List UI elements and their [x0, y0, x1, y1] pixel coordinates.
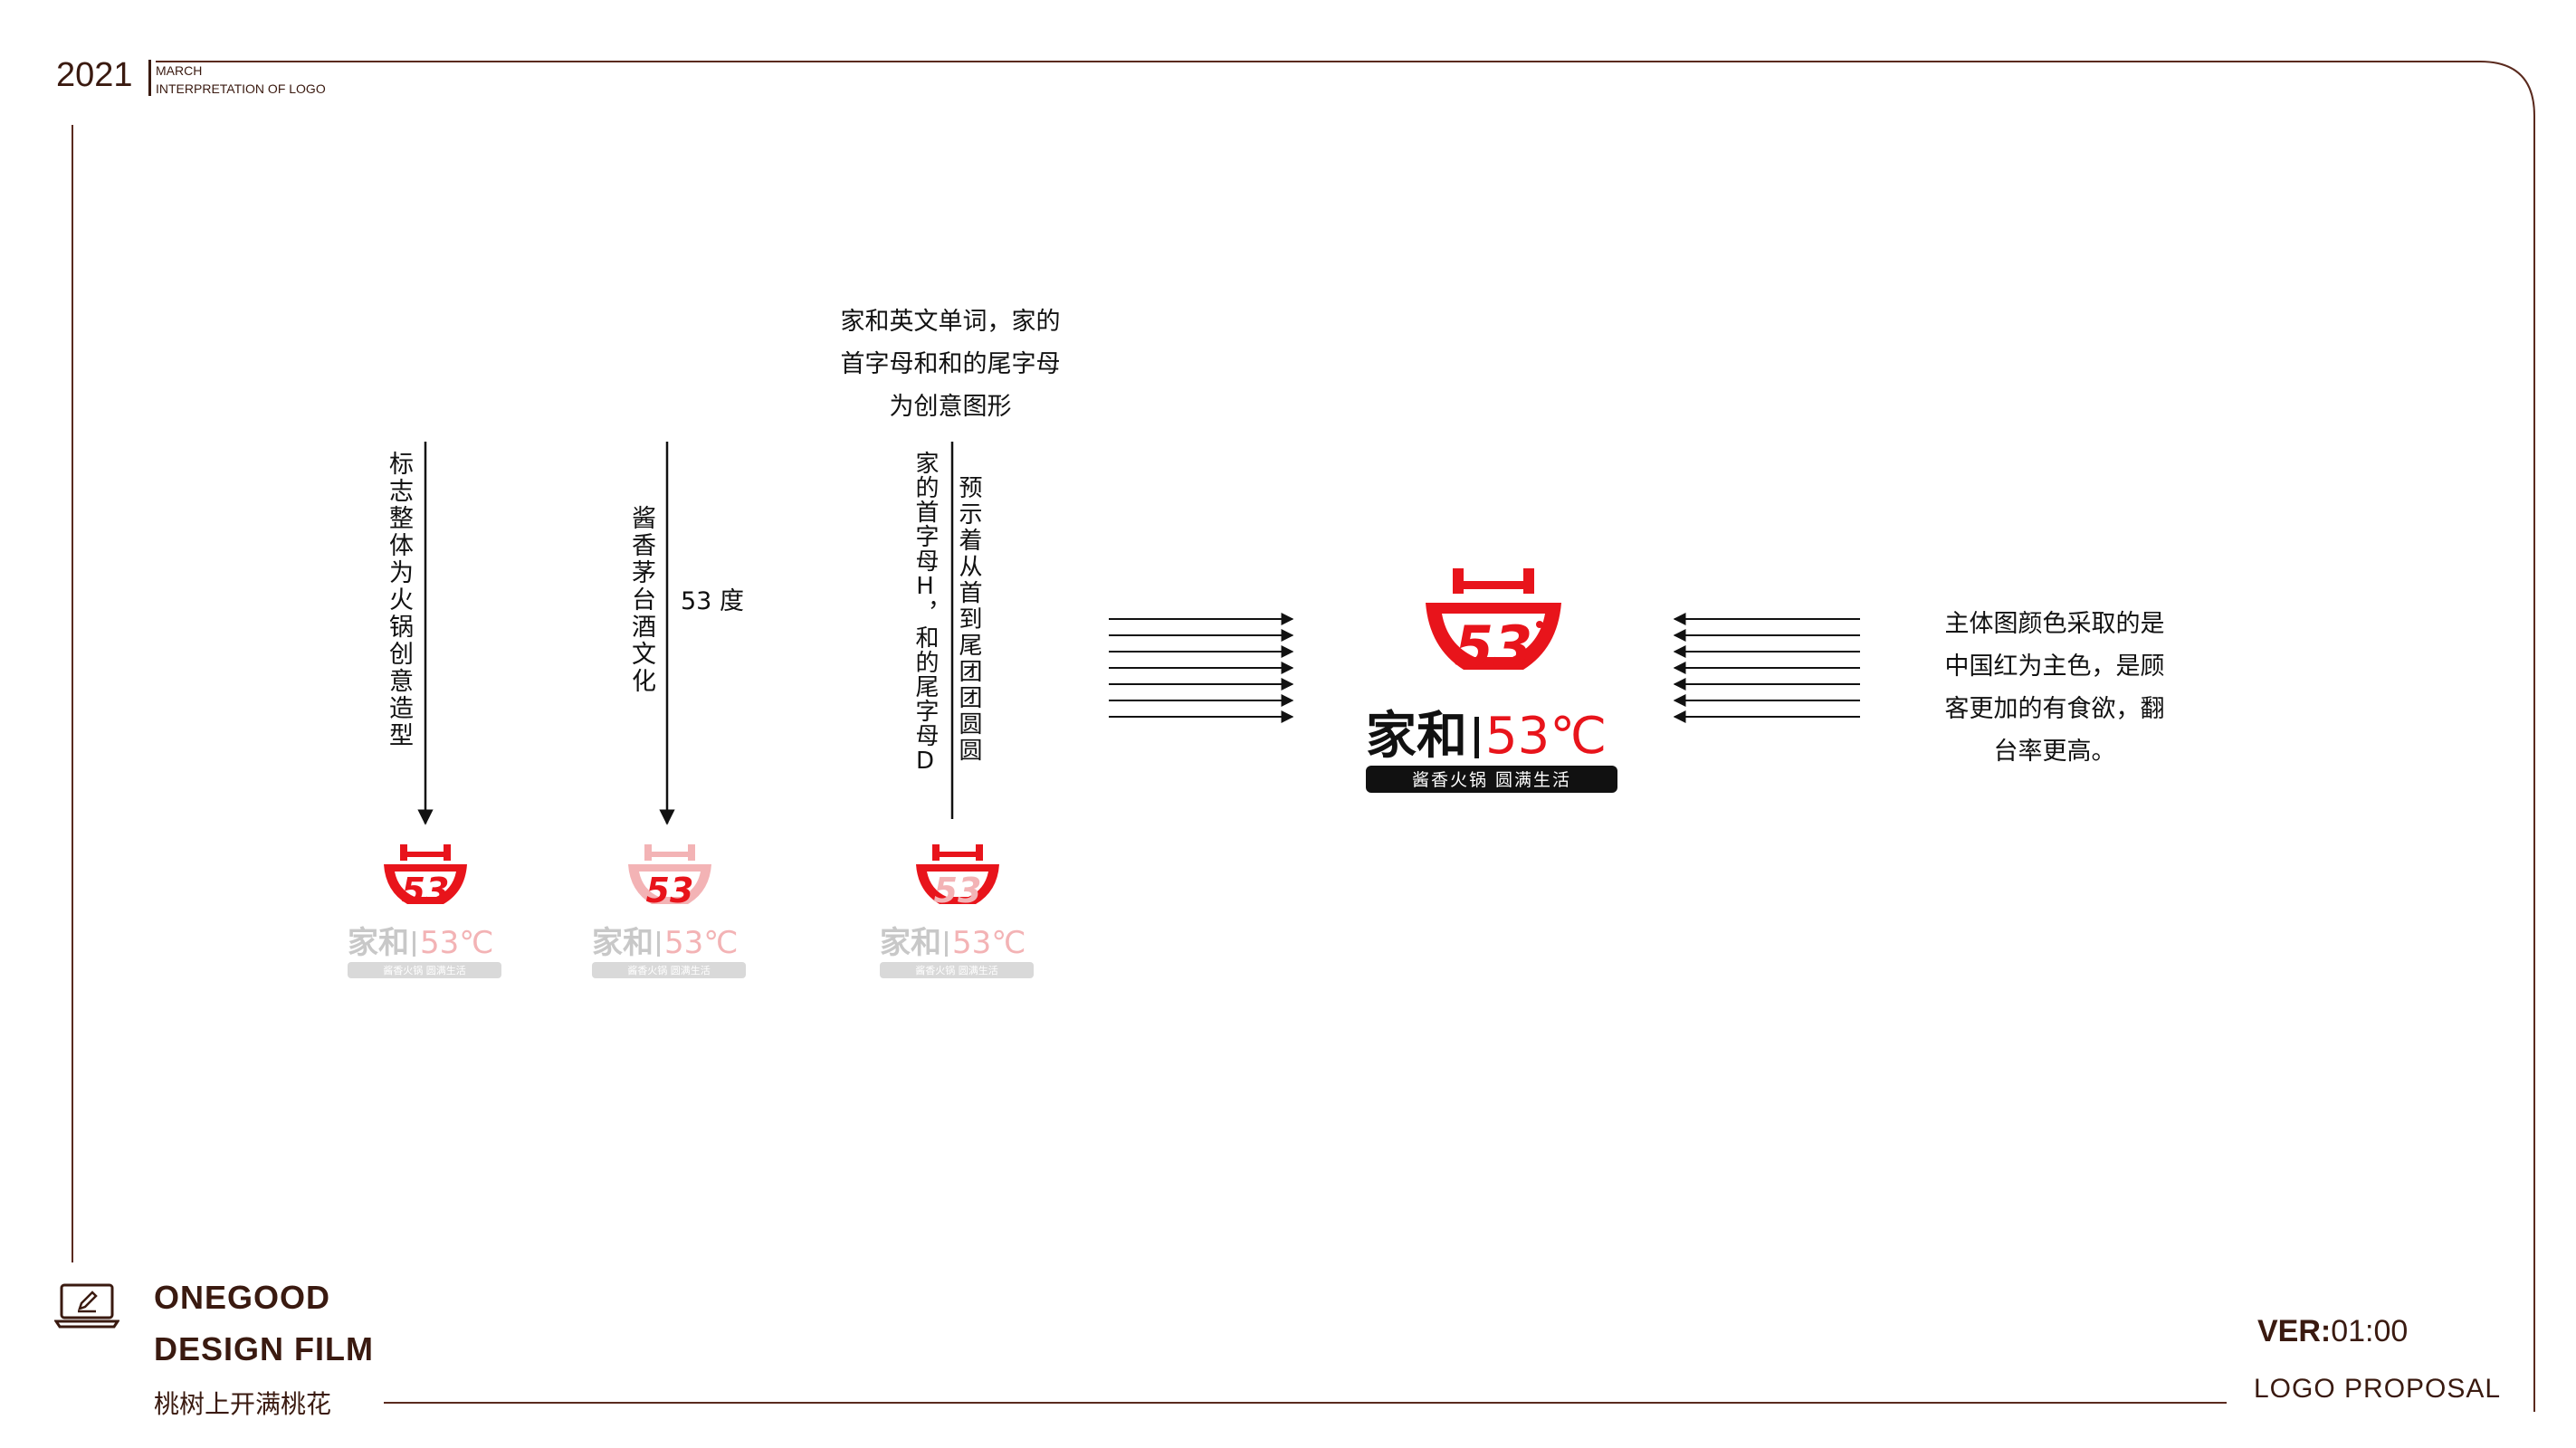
version-label: VER:: [2257, 1314, 2332, 1348]
degree-logo-icon: 53 家和 53℃ 酱香火锅 圆满生活: [592, 844, 746, 978]
svg-text:家和: 家和: [1366, 707, 1467, 766]
color-note-line: 客更加的有食欲，翻: [1944, 695, 2165, 723]
slogan: 桃树上开满桃花: [154, 1389, 332, 1419]
svg-text:家和: 家和: [880, 925, 941, 961]
logo-proposal-label: LOGO PROPOSAL: [2254, 1374, 2502, 1404]
annotation-culture: 酱香茅台酒文化: [627, 505, 655, 695]
letters-top-line: 家和英文单词，家的: [840, 308, 1061, 336]
svg-text:53℃: 53℃: [1485, 707, 1607, 766]
version-value: 01:00: [2331, 1314, 2409, 1348]
svg-text:53℃: 53℃: [952, 925, 1026, 961]
logo-variant-letters: 53 家和 53℃ 酱香火锅 圆满生活: [876, 837, 1039, 991]
svg-text:53℃: 53℃: [420, 925, 493, 961]
svg-text:53℃: 53℃: [664, 925, 738, 961]
svg-text:酱香火锅 圆满生活: 酱香火锅 圆满生活: [1412, 770, 1571, 790]
svg-text:53: 53: [646, 871, 694, 910]
version: VER:01:00: [2257, 1314, 2408, 1349]
annotation-letters-top: 家和英文单词，家的 首字母和和的尾字母 为创意图形: [815, 300, 1086, 428]
svg-text:53: 53: [934, 871, 982, 910]
color-note-line: 台率更高。: [1993, 738, 2116, 766]
logo-variant-degree: 53 家和 53℃ 酱香火锅 圆满生活: [588, 837, 751, 991]
year-label: 2021: [56, 56, 133, 94]
letters-top-line: 首字母和和的尾字母: [840, 350, 1061, 378]
brand-line2: DESIGN FILM: [154, 1330, 374, 1367]
annotation-color-note: 主体图颜色采取的是 中国红为主色，是顾 客更加的有食欲，翻 台率更高。: [1919, 603, 2190, 773]
annotation-letters-right: 预示着从首到尾团团圆圆: [955, 475, 982, 764]
color-note-line: 主体图颜色采取的是: [1944, 610, 2165, 638]
hotpot-logo-icon: 53 家和 53℃ 酱香火锅 圆满生活: [348, 844, 501, 978]
month-label: MARCH: [156, 63, 203, 78]
arrow-left-icon: [1673, 613, 1860, 723]
svg-text:家和: 家和: [592, 925, 654, 961]
logo-variant-hotpot: 53 家和 53℃ 酱香火锅 圆满生活: [344, 837, 507, 991]
header-subtitle: MARCH INTERPRETATION OF LOGO: [156, 62, 326, 98]
annotation-degree: 53 度: [681, 587, 744, 615]
svg-text:53: 53: [1455, 614, 1532, 680]
header-divider: [148, 60, 151, 96]
letters-logo-icon: 53 家和 53℃ 酱香火锅 圆满生活: [880, 844, 1034, 978]
interpretation-label: INTERPRETATION OF LOGO: [156, 81, 326, 96]
svg-text:酱香火锅 圆满生活: 酱香火锅 圆满生活: [915, 964, 998, 976]
letters-top-line: 为创意图形: [889, 393, 1012, 421]
main-logo-icon: 53 家和 53℃ 酱香火锅 圆满生活: [1366, 568, 1617, 793]
color-note-line: 中国红为主色，是顾: [1944, 653, 2165, 681]
svg-text:酱香火锅 圆满生活: 酱香火锅 圆满生活: [383, 964, 466, 976]
laptop-edit-icon: [53, 1281, 120, 1330]
svg-text:家和: 家和: [348, 925, 409, 961]
main-logo: 53 家和 53℃ 酱香火锅 圆满生活: [1362, 561, 1625, 805]
brand-line1: ONEGOOD: [154, 1279, 331, 1316]
annotation-letters-left: 家的首字母H，和的尾字母D: [911, 451, 939, 776]
arrow-right-icon: [1109, 613, 1294, 723]
svg-text:酱香火锅 圆满生活: 酱香火锅 圆满生活: [627, 964, 711, 976]
annotation-overall: 标志整体为火锅创意造型: [385, 451, 413, 749]
svg-text:53: 53: [402, 871, 450, 910]
